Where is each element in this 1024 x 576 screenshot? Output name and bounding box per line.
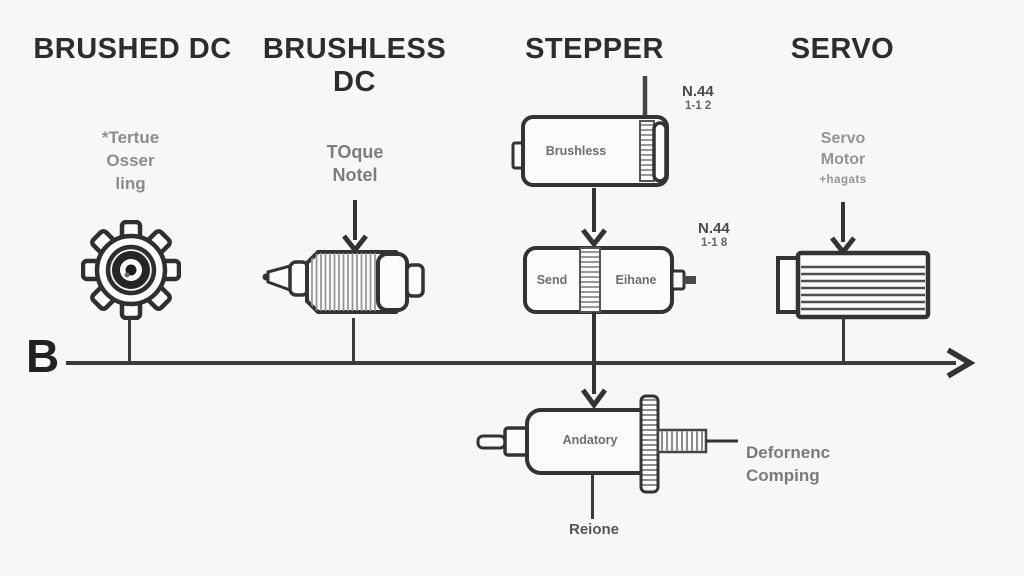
stepper-box1-label: Brushless <box>545 144 607 158</box>
brushless-motor-icon <box>262 250 425 314</box>
header-servo: SERVO <box>790 33 895 65</box>
servo-note-line2: Motor <box>820 151 866 168</box>
stepper-top-code: N.44 1-1 2 <box>682 84 714 114</box>
servo-motor-icon <box>776 250 931 320</box>
brushed-note-line2: Osser <box>106 151 155 170</box>
header-brushless-dc: BRUSHLESS DC <box>262 33 447 98</box>
brushed-axis-connector <box>128 318 131 364</box>
brushed-note-line1: *Tertue <box>101 128 160 147</box>
coupling-note: Defornenc Comping <box>746 441 830 487</box>
header-brushed-dc: BRUSHED DC <box>33 33 232 65</box>
gear-icon <box>81 220 181 320</box>
stepper-mid-code-line1: N.44 <box>698 220 730 237</box>
stepper-driver-box-icon <box>511 76 669 187</box>
stepper-box3-label: Andatory <box>562 433 618 447</box>
down-arrow-icon <box>580 312 608 408</box>
stepper-top-code-line2: 1-1 2 <box>685 100 712 112</box>
brushless-axis-connector <box>352 318 355 364</box>
axis-arrowhead-icon <box>946 347 976 379</box>
servo-axis-connector <box>842 317 845 362</box>
stepper-box2-right-label: Eihane <box>615 273 657 287</box>
servo-note-line3: +hagats <box>819 174 867 186</box>
stepper-motor-icon <box>523 246 696 314</box>
timeline-axis <box>66 361 956 365</box>
stepper-top-code-line1: N.44 <box>682 83 714 100</box>
servo-note: Servo Motor +hagats <box>783 128 903 191</box>
brushless-note-line1: TOque <box>326 142 384 162</box>
brushless-note-line2: Notel <box>332 165 378 185</box>
down-arrow-icon <box>581 188 607 246</box>
stepper-bottom-label: Reione <box>568 521 619 538</box>
brushed-note: *Tertue Osser ling <box>58 126 203 195</box>
stepper-mid-code-line2: 1-1 8 <box>701 237 728 249</box>
header-stepper: STEPPER <box>525 33 664 65</box>
stepper-box2-left-label: Send <box>536 273 568 287</box>
coupling-note-line1: Defornenc <box>746 443 831 462</box>
stepper-mid-code: N.44 1-1 8 <box>698 221 730 251</box>
axis-origin-label: B <box>26 330 60 382</box>
bottom-label-connector <box>591 473 594 519</box>
coupling-note-line2: Comping <box>746 466 820 485</box>
motor-with-coupling-icon <box>476 394 738 494</box>
servo-note-line1: Servo <box>820 130 866 147</box>
brushed-note-line3: ling <box>115 174 146 193</box>
brushless-note: TOque Notel <box>285 141 425 187</box>
